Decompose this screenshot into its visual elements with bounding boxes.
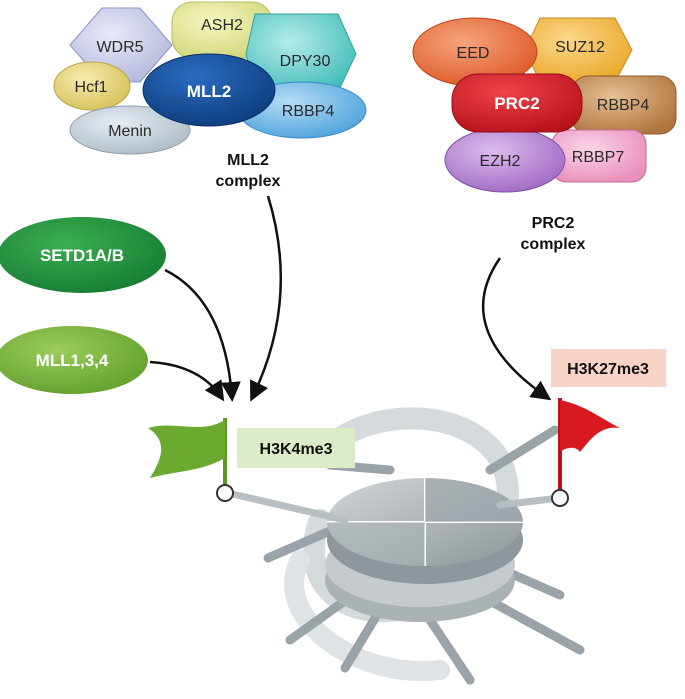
h3k27me3-box — [551, 349, 666, 387]
protein-menin: Menin — [69, 105, 191, 155]
h3k27me3-flag: H3K27me3 — [551, 349, 666, 507]
setd1-enzyme: SETD1A/B — [0, 217, 166, 293]
protein-rbbp4-prc: RBBP4 — [571, 75, 677, 135]
mll2-complex-caption-line1: MLL2 — [227, 152, 269, 169]
mll2-complex-caption-line2: complex — [216, 173, 281, 190]
protein-ezh2: EZH2 — [444, 127, 566, 193]
h3k4me3-flag: H3K4me3 — [148, 418, 355, 502]
protein-hcf1: Hcf1 — [53, 61, 131, 111]
arrow-mll134-to-h3k4 — [149, 360, 225, 402]
arrows — [149, 195, 552, 402]
ash2-label: ASH2 — [201, 17, 243, 34]
rbbp4-mll-label: RBBP4 — [282, 103, 335, 120]
arrow-setd1-to-h3k4 — [164, 268, 241, 402]
rbbp7-label: RBBP7 — [572, 149, 625, 166]
prc2-complex-caption-line2: complex — [521, 236, 586, 253]
protein-eed: EED — [412, 17, 538, 87]
protein-prc2: PRC2 — [451, 73, 583, 133]
prc2-complex-caption-line1: PRC2 — [532, 215, 575, 232]
hcf1-label: Hcf1 — [75, 79, 108, 96]
protein-mll2: MLL2 — [142, 53, 276, 127]
protein-rbbp7: RBBP7 — [551, 129, 647, 183]
mll2-complex: WDR5 ASH2 DPY30 Hcf1 Menin RBBP4 MLL2 ML… — [53, 1, 367, 190]
menin-label: Menin — [108, 123, 152, 140]
h3k4me3-label: H3K4me3 — [260, 441, 333, 458]
h3k4me3-box — [237, 428, 355, 468]
ezh2-label: EZH2 — [480, 153, 521, 170]
green-flag-icon — [148, 420, 225, 478]
h3k27me3-label: H3K27me3 — [567, 361, 649, 378]
protein-suz12: SUZ12 — [524, 17, 633, 83]
arrow-mll2-to-h3k4 — [250, 195, 283, 402]
arrow-prc2-to-h3k27 — [481, 257, 552, 401]
prc2-label: PRC2 — [494, 94, 539, 113]
dpy30-label: DPY30 — [280, 53, 331, 70]
protein-ash2: ASH2 — [171, 1, 273, 59]
wdr5-label: WDR5 — [96, 39, 143, 56]
mll2-label: MLL2 — [187, 82, 231, 101]
setd1-label: SETD1A/B — [40, 246, 124, 265]
mll134-enzyme: MLL1,3,4 — [0, 326, 148, 394]
rbbp4-prc-label: RBBP4 — [597, 97, 650, 114]
eed-label: EED — [457, 45, 490, 62]
red-flag-icon — [560, 400, 620, 452]
mll134-label: MLL1,3,4 — [36, 351, 109, 370]
suz12-label: SUZ12 — [555, 39, 605, 56]
prc2-complex: SUZ12 EED RBBP4 RBBP7 EZH2 PRC2 PRC2 com… — [412, 17, 677, 253]
